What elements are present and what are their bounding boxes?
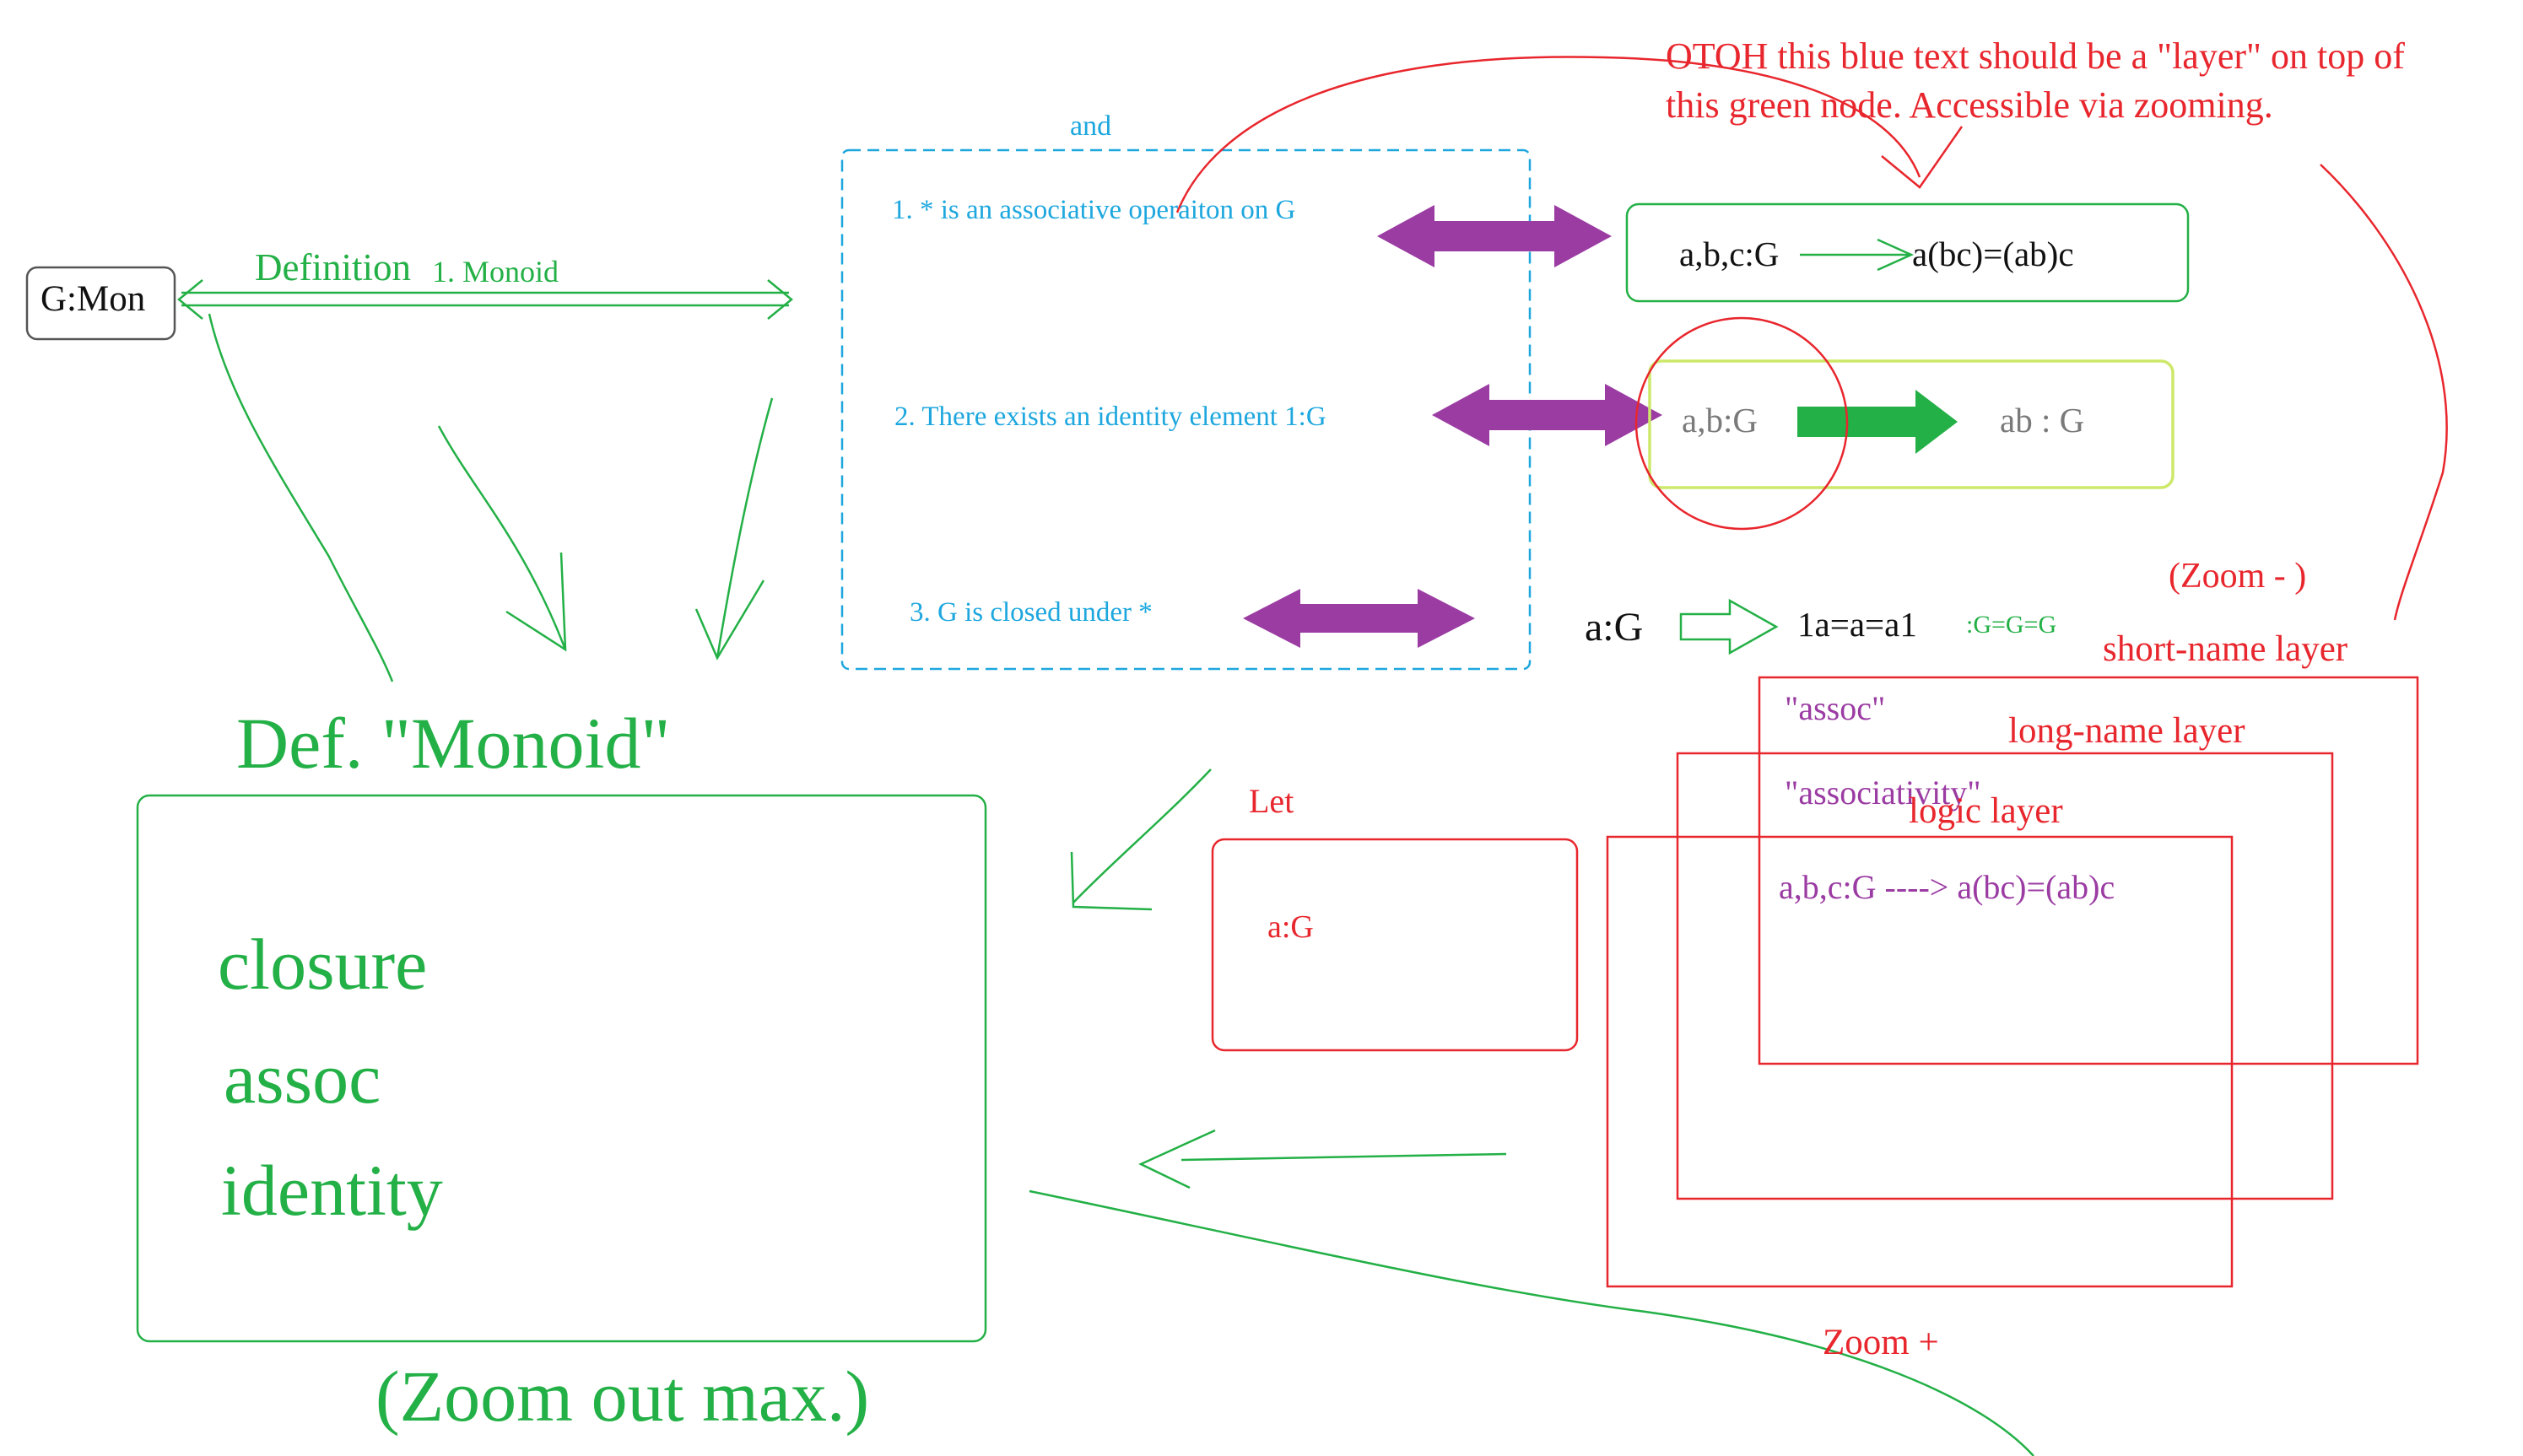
identity-formula-right: 1a=a=a1 bbox=[1797, 605, 1917, 644]
assoc-formula-right: a(bc)=(ab)c bbox=[1912, 235, 2074, 273]
let-variable: a:G bbox=[1267, 909, 1314, 945]
zoom-minus-label: (Zoom - ) bbox=[2169, 557, 2307, 596]
summary-box bbox=[136, 794, 987, 1343]
logic-layer-label: logic layer bbox=[1909, 791, 2063, 831]
red-circle bbox=[1634, 316, 1849, 531]
and-label: and bbox=[1070, 111, 1112, 142]
zoom-plus-label: Zoom + bbox=[1823, 1323, 1939, 1362]
purple-arrow-1 bbox=[1377, 205, 1612, 267]
closure-formula-left: a,b:G bbox=[1682, 401, 1758, 439]
purple-arrow-2 bbox=[1432, 384, 1662, 446]
monoid-label: 1. Monoid bbox=[432, 255, 559, 289]
otoh-note-line2: this green node. Accessible via zooming. bbox=[1666, 84, 2273, 126]
red-curve-top-head bbox=[1881, 126, 1964, 189]
assoc-short-name: "assoc" bbox=[1785, 689, 1886, 727]
short-name-layer-label: short-name layer bbox=[2103, 629, 2348, 669]
long-name-layer-label: long-name layer bbox=[2008, 711, 2245, 751]
logic-layer-box bbox=[1606, 835, 2234, 1288]
let-box bbox=[1211, 838, 1579, 1052]
axiom-3: 3. G is closed under * bbox=[910, 597, 1153, 628]
logic-layer-formula: a,b,c:G ----> a(bc)=(ab)c bbox=[1779, 868, 2115, 906]
summary-item-identity: identity bbox=[221, 1150, 443, 1231]
green-strokes bbox=[208, 313, 2034, 1456]
gmon-box bbox=[25, 266, 176, 341]
assoc-formula-left: a,b,c:G bbox=[1679, 235, 1780, 273]
purple-arrows bbox=[1243, 205, 1662, 648]
summary-item-closure: closure bbox=[218, 924, 428, 1005]
definition-arrow bbox=[177, 279, 793, 320]
axiom-1: 1. * is an associative operaiton on G bbox=[892, 195, 1296, 225]
long-name-layer-box bbox=[1676, 752, 2334, 1200]
identity-types: :G=G=G bbox=[1966, 611, 2057, 639]
let-label: Let bbox=[1249, 782, 1294, 820]
identity-formula-left: a:G bbox=[1585, 605, 1644, 650]
def-monoid-title: Def. "Monoid" bbox=[236, 703, 671, 784]
gmon-node: G:Mon bbox=[41, 279, 146, 319]
assoc-node-arrow bbox=[1800, 238, 1915, 272]
axiom-2: 2. There exists an identity element 1:G bbox=[894, 402, 1326, 432]
otoh-note-line1: OTOH this blue text should be a "layer" … bbox=[1666, 35, 2405, 77]
red-bracket-right bbox=[2320, 164, 2448, 621]
definition-label: Definition bbox=[255, 246, 411, 289]
purple-arrow-3 bbox=[1243, 589, 1475, 648]
assoc-node-box bbox=[1625, 202, 2190, 303]
closure-formula-right: ab : G bbox=[2000, 401, 2085, 439]
associativity-long-name: "associativity" bbox=[1785, 774, 1981, 812]
zoom-out-max-label: (Zoom out max.) bbox=[375, 1356, 870, 1437]
summary-item-assoc: assoc bbox=[224, 1038, 381, 1119]
short-name-layer-box bbox=[1758, 676, 2419, 1065]
closure-node-box bbox=[1648, 359, 2175, 489]
identity-arrow bbox=[1679, 598, 1779, 655]
red-curve-top bbox=[1175, 56, 1921, 213]
closure-node-arrow bbox=[1797, 390, 1958, 454]
